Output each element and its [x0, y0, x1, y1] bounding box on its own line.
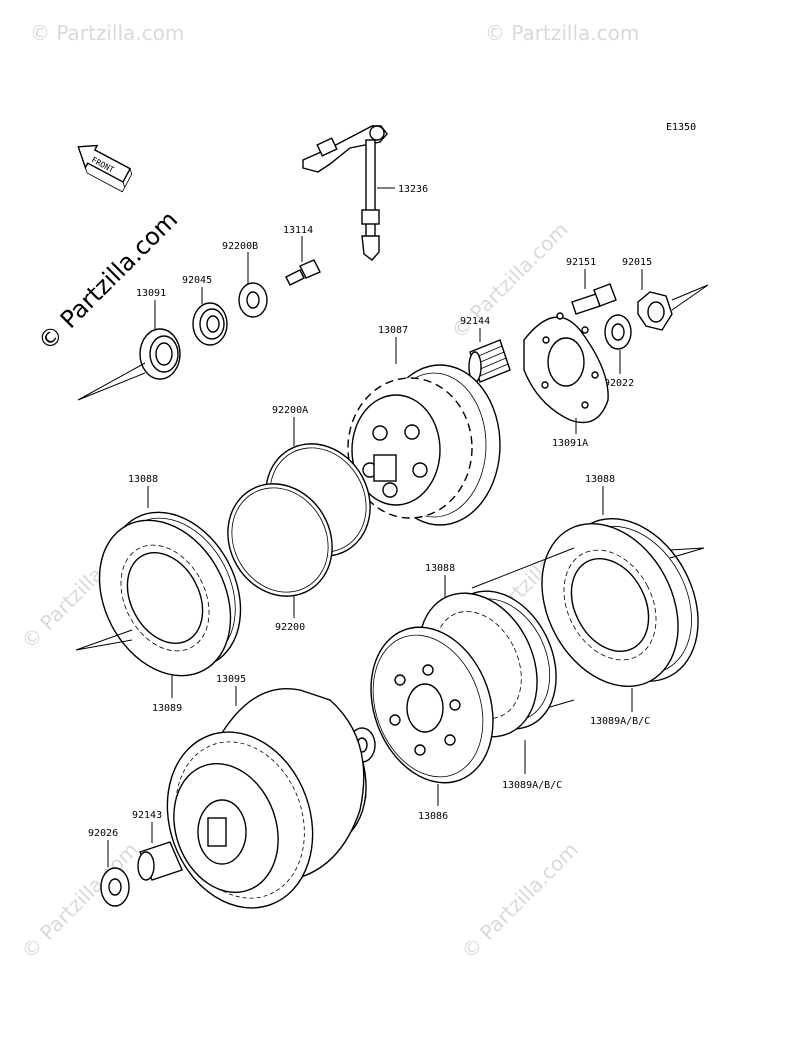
front-arrow-icon: FRONT [77, 144, 133, 193]
label-92200: 92200 [275, 622, 305, 633]
diagram-code: E1350 [666, 122, 696, 133]
washer-92022-part [604, 314, 632, 350]
label-13089ABC-right: 13089A/B/C [590, 716, 650, 727]
watermark-text: © Partzilla.com [30, 21, 184, 45]
label-92026-left: 92026 [88, 828, 118, 839]
watermark-text: © Partzilla.com [485, 21, 639, 45]
bolt-13114-part [285, 259, 321, 286]
spring-92144-part [468, 339, 511, 383]
clutch-hub-13087-part [347, 364, 501, 526]
nut-92015-part [637, 291, 673, 331]
label-92022: 92022 [604, 378, 634, 389]
label-13088-right: 13088 [585, 474, 615, 485]
collar-13091-part [139, 328, 181, 380]
friction-plates-right-part [541, 517, 699, 688]
rings-92200-part [227, 443, 371, 597]
label-13088-left: 13088 [128, 474, 158, 485]
label-13091: 13091 [136, 288, 166, 299]
friction-plates-left-part [98, 511, 242, 677]
sleeve-92143-part [137, 841, 183, 881]
watermark-text: © Partzilla.com [457, 837, 583, 963]
label-92045: 92045 [182, 275, 212, 286]
label-13086: 13086 [418, 811, 448, 822]
label-92151: 92151 [566, 257, 596, 268]
push-lever-part [302, 125, 388, 261]
label-92143: 92143 [132, 810, 162, 821]
label-13087: 13087 [378, 325, 408, 336]
label-13114: 13114 [283, 225, 313, 236]
label-92200A: 92200A [272, 405, 308, 416]
label-13236: 13236 [398, 184, 428, 195]
bolt-92151-part [571, 283, 617, 315]
label-13095: 13095 [216, 674, 246, 685]
label-92015: 92015 [622, 257, 652, 268]
label-13088-mid: 13088 [425, 563, 455, 574]
bearing-92045-part [192, 302, 228, 346]
clutch-housing-13095-part [166, 688, 367, 909]
label-13089-left: 13089 [152, 703, 182, 714]
washer-92200B-part [238, 282, 268, 318]
label-92200B: 92200B [222, 241, 258, 252]
label-13091A: 13091A [552, 438, 588, 449]
label-92144: 92144 [460, 316, 490, 327]
washer-92026-left-part [100, 867, 130, 907]
label-13089ABC-mid: 13089A/B/C [502, 780, 562, 791]
pressure-plate-13086-part [370, 626, 494, 784]
pressure-plate-13091A-part [523, 312, 609, 424]
